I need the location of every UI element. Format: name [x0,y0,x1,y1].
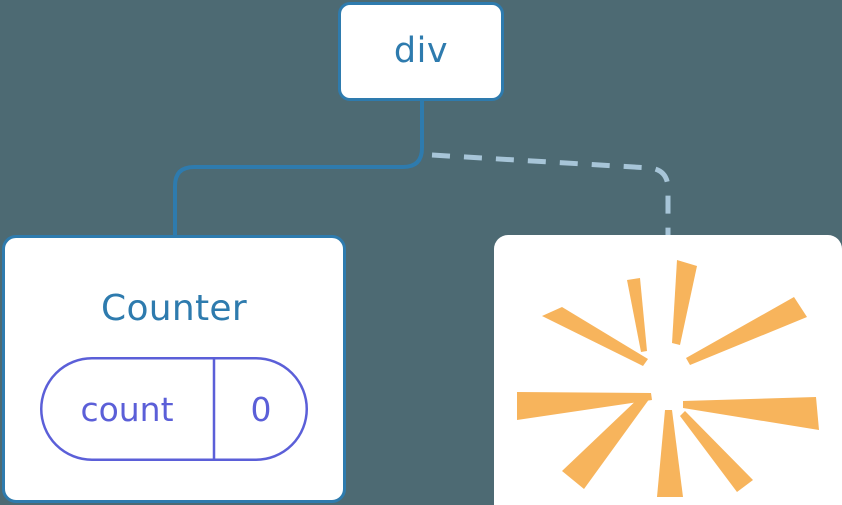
sparkle-burst-icon [494,235,842,505]
state-pill-count[interactable]: count 0 [40,357,308,461]
edge-div-to-sparkle [431,152,671,236]
node-div-label: div [393,31,449,71]
state-pill-outline [40,357,308,461]
node-div[interactable]: div [338,2,504,101]
node-sparkle[interactable] [494,235,842,505]
state-pill-value: 0 [250,389,272,429]
state-pill-key: count [80,389,174,429]
node-counter[interactable]: Counter count 0 [2,235,346,503]
node-counter-title: Counter [101,288,247,329]
edge-div-to-counter [173,99,424,238]
